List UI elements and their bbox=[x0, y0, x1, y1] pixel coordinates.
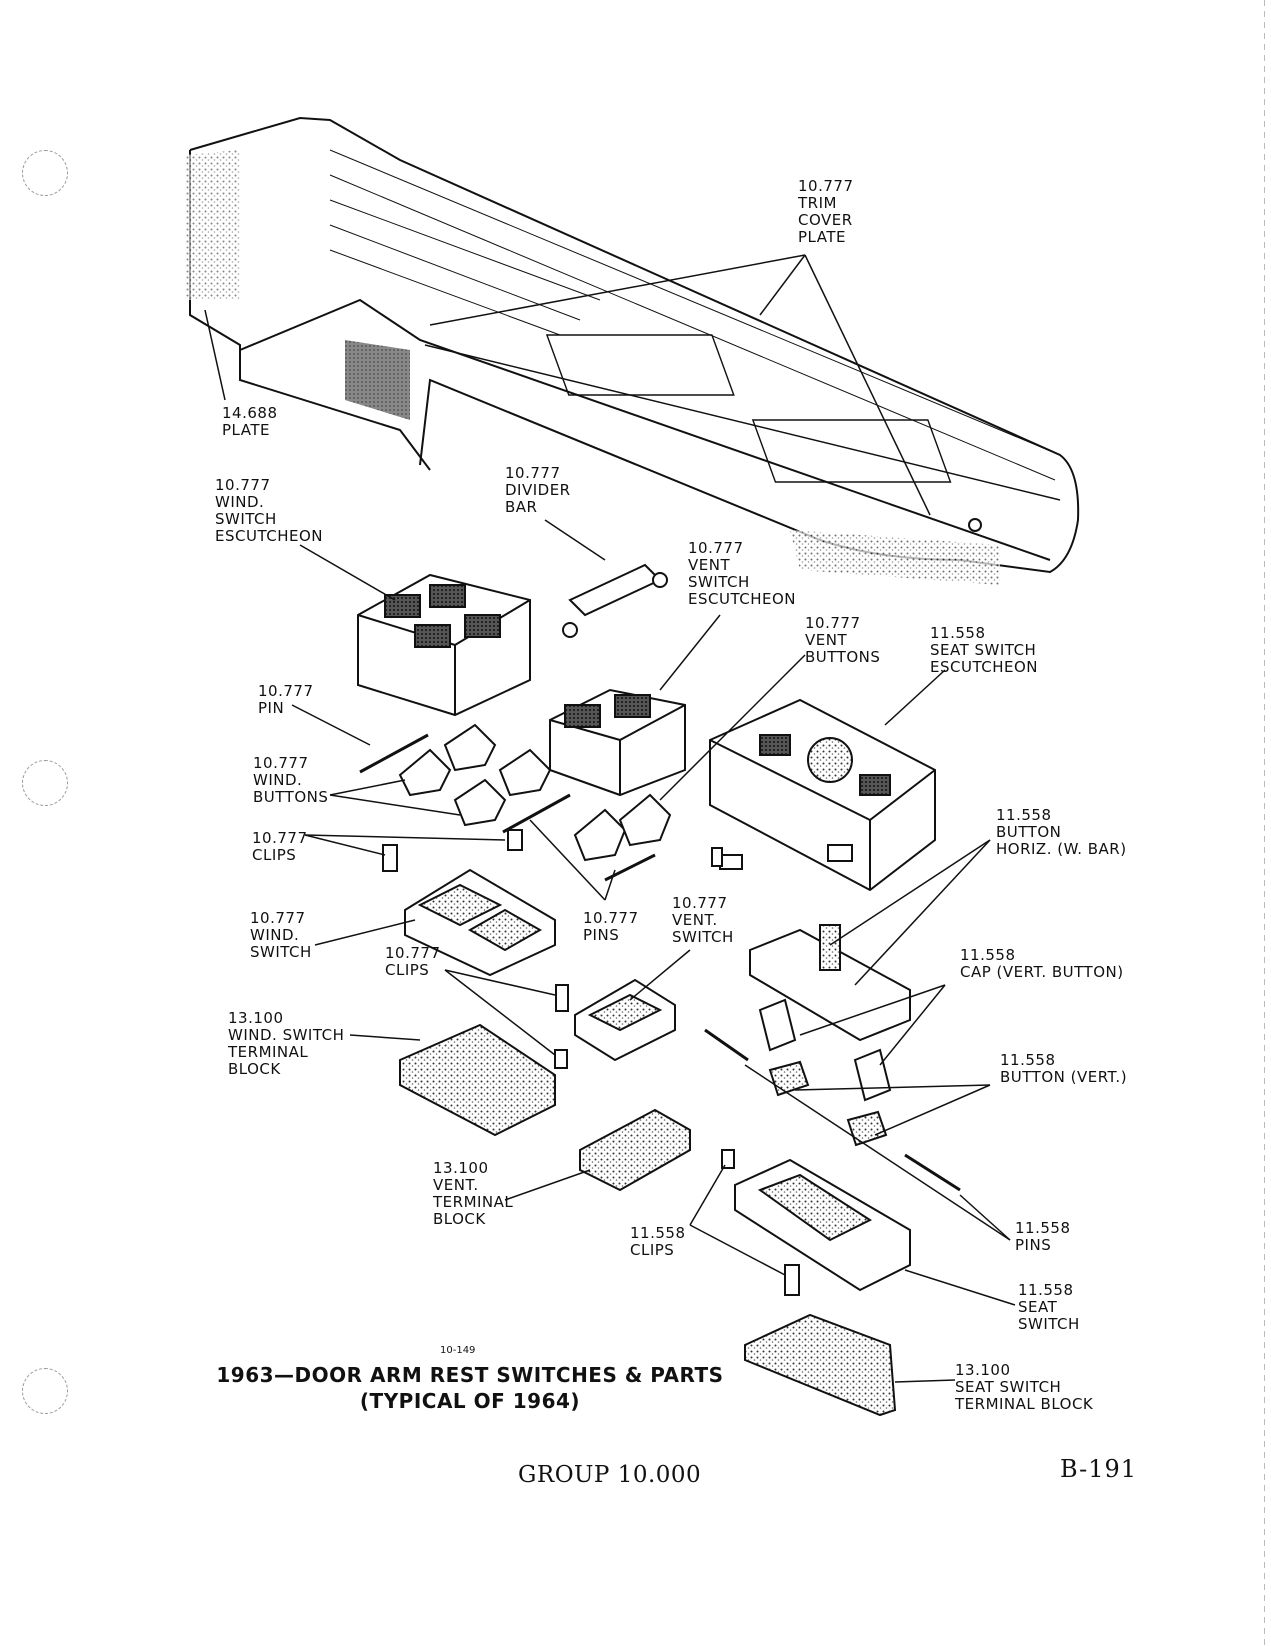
vent-switch-part bbox=[574, 978, 676, 1062]
vent-switch-escutcheon-part bbox=[549, 688, 686, 797]
leader-lines bbox=[204, 254, 1016, 1383]
divider-bar-part bbox=[562, 563, 668, 638]
punch-hole-middle bbox=[22, 760, 68, 806]
wind-switch-part bbox=[404, 868, 556, 977]
armrest-trim-cover-plate bbox=[189, 116, 1080, 574]
vent-buttons-part bbox=[573, 793, 672, 862]
figure-caption: 1963—DOOR ARM REST SWITCHES & PARTS (TYP… bbox=[200, 1362, 740, 1414]
punch-hole-bottom bbox=[22, 1368, 68, 1414]
wind-switch-escutcheon-part bbox=[357, 573, 531, 717]
clip-parts bbox=[382, 829, 853, 1296]
caption-line-1: 1963—DOOR ARM REST SWITCHES & PARTS bbox=[216, 1363, 724, 1387]
seat-switch-escutcheon-part bbox=[709, 698, 936, 892]
page-edge-line bbox=[1264, 0, 1265, 1646]
punch-hole-top bbox=[22, 150, 68, 196]
seat-switch-part bbox=[734, 1158, 911, 1292]
terminal-block-parts bbox=[399, 1023, 897, 1417]
button-horiz-w-bar-part bbox=[749, 924, 911, 1042]
wind-buttons-part bbox=[398, 723, 552, 827]
page-number: B-191 bbox=[1060, 1455, 1137, 1483]
figure-number: 10-149 bbox=[440, 1345, 476, 1356]
caption-line-2: (TYPICAL OF 1964) bbox=[359, 1389, 581, 1413]
group-footer: GROUP 10.000 bbox=[518, 1462, 702, 1488]
